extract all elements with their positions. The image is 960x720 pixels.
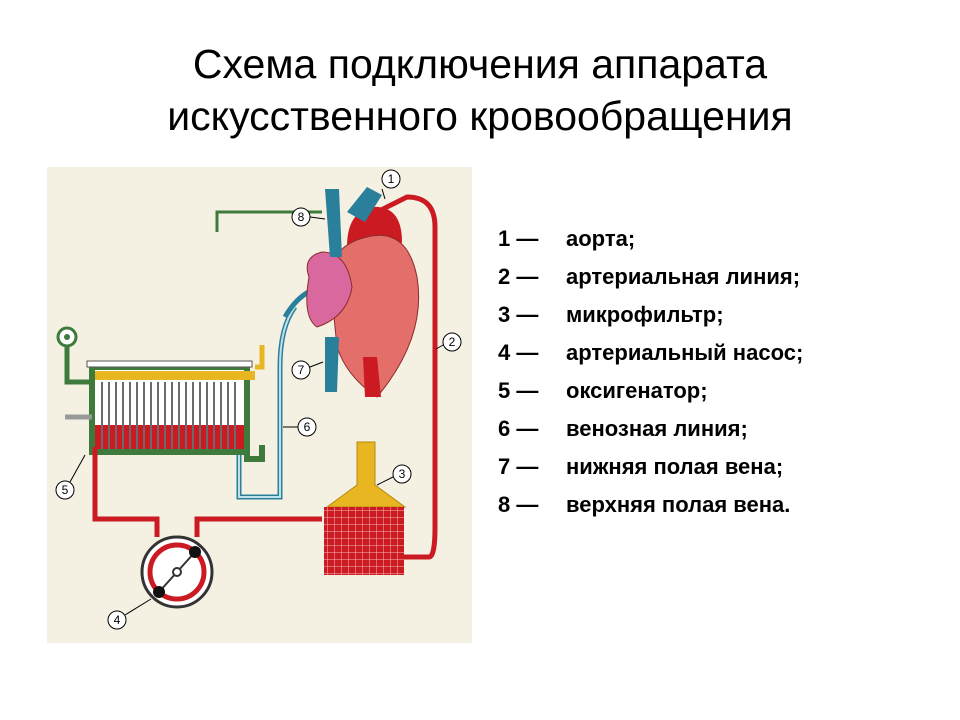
legend-number: 3 — — [498, 302, 539, 327]
marker-2-label: 2 — [449, 335, 456, 349]
oxygenator-top-bar — [95, 371, 255, 380]
marker-4-label: 4 — [114, 613, 121, 627]
legend-item: 1 — аорта; — [498, 224, 938, 253]
legend-text: венозная линия; — [566, 416, 748, 441]
marker-5-label: 5 — [62, 483, 69, 497]
marker-1: 1 — [381, 169, 401, 200]
legend-item: 4 — артериальный насос; — [498, 338, 938, 367]
heart-lung-machine-diagram: 1 2 3 4 5 6 7 — [47, 167, 472, 643]
legend-number: 8 — — [498, 492, 539, 517]
legend-number: 1 — — [498, 226, 539, 251]
marker-1-label: 1 — [388, 172, 395, 186]
legend-text: оксигенатор; — [566, 378, 708, 403]
inferior-vena-cava — [325, 337, 339, 392]
microfilter — [324, 441, 407, 575]
oxygenator-feed — [255, 345, 265, 370]
venous-line-inner — [238, 306, 296, 498]
svc-tube — [215, 210, 322, 232]
descending-aorta — [363, 357, 381, 397]
arterial-line-lower — [92, 447, 160, 537]
pulmonary-artery — [347, 187, 382, 222]
legend-number: 6 — — [498, 416, 539, 441]
gas-line — [64, 347, 92, 385]
legend-text: микрофильтр; — [566, 302, 724, 327]
legend-text: верхняя полая вена. — [566, 492, 791, 517]
heart-ventricle — [329, 234, 420, 398]
heart — [306, 187, 420, 398]
legend-item: 7 — нижняя полая вена; — [498, 452, 938, 481]
marker-6-label: 6 — [304, 420, 311, 434]
legend-item: 3 — микрофильтр; — [498, 300, 938, 329]
slide-title: Схема подключения аппарата искусственног… — [0, 38, 960, 142]
arterial-line-return — [375, 194, 438, 560]
right-atrium — [306, 251, 353, 328]
marker-4: 4 — [107, 598, 152, 630]
oxygenator — [56, 326, 265, 462]
oxygenator-fibers — [101, 382, 236, 449]
legend-text: нижняя полая вена; — [566, 454, 784, 479]
legend-text: артериальный насос; — [566, 340, 804, 365]
marker-8: 8 — [291, 207, 326, 227]
marker-2: 2 — [435, 332, 462, 352]
marker-8-label: 8 — [298, 210, 305, 224]
oxygenator-lid — [86, 360, 253, 368]
marker-7-label: 7 — [298, 363, 305, 377]
title-line-1: Схема подключения аппарата — [192, 41, 768, 87]
legend-number: 4 — — [498, 340, 539, 365]
marker-6: 6 — [283, 417, 317, 437]
title-line-2: искусственного кровообращения — [167, 93, 793, 139]
legend: 1 — аорта; 2 — артериальная линия; 3 — м… — [498, 224, 938, 528]
marker-5: 5 — [55, 454, 86, 500]
legend-item: 5 — оксигенатор; — [498, 376, 938, 405]
arterial-pump — [140, 535, 214, 609]
legend-text: артериальная линия; — [566, 264, 801, 289]
legend-number: 5 — — [498, 378, 539, 403]
arterial-line-to-filter — [194, 516, 322, 537]
legend-text: аорта; — [566, 226, 636, 251]
marker-3: 3 — [376, 464, 412, 486]
legend-item: 6 — венозная линия; — [498, 414, 938, 443]
legend-number: 7 — — [498, 454, 539, 479]
marker-3-label: 3 — [399, 467, 406, 481]
marker-7: 7 — [291, 360, 324, 380]
superior-vena-cava — [325, 189, 342, 257]
oxygenator-outlet — [244, 445, 265, 462]
legend-number: 2 — — [498, 264, 539, 289]
legend-item: 2 — артериальная линия; — [498, 262, 938, 291]
legend-item: 8 — верхняя полая вена. — [498, 490, 938, 519]
